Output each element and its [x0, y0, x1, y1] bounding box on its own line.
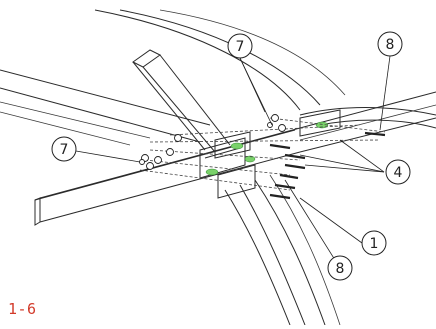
callout-8-bottom: 8: [327, 255, 353, 281]
square-tube-cross: [34, 91, 436, 226]
nut-icon: [139, 159, 145, 165]
nut-icon: [166, 148, 174, 156]
bolts-right: [269, 131, 386, 200]
assembly-guide-lines: [139, 117, 386, 191]
nuts-left: [139, 114, 286, 170]
callout-7-top: 7: [227, 33, 253, 59]
callout-7-left: 7: [51, 136, 77, 162]
bolt-icon: [269, 193, 291, 200]
callout-4: 4: [385, 159, 411, 185]
bolt-icon: [279, 173, 299, 180]
nut-icon: [146, 162, 154, 170]
highlight-mark: [244, 155, 256, 163]
nut-icon: [154, 156, 162, 164]
callout-label: 8: [336, 261, 345, 277]
bracket-plates: [199, 109, 341, 199]
nut-icon: [278, 124, 286, 132]
curved-tube-upper: [94, 9, 436, 129]
bolt-icon: [269, 143, 291, 150]
highlight-marks: [205, 121, 329, 176]
nut-icon: [271, 114, 279, 122]
callout-label: 7: [60, 142, 69, 158]
figure-label: 1-6: [8, 300, 37, 318]
callout-label: 7: [236, 39, 245, 55]
nut-icon: [174, 134, 182, 142]
square-tube-vertical: [132, 49, 231, 153]
callout-label: 8: [386, 37, 395, 53]
callout-1: 1: [361, 230, 387, 256]
bolt-icon: [274, 183, 296, 190]
callout-label: 4: [394, 165, 403, 181]
bolt-icon: [364, 131, 386, 137]
callout-8-top: 8: [377, 31, 403, 57]
bolt-icon: [284, 163, 306, 170]
leader-lines: [75, 55, 391, 269]
callout-label: 1: [370, 236, 379, 252]
horizontal-tube-left: [0, 69, 211, 146]
curved-tube-lower: [224, 174, 341, 326]
highlight-mark: [205, 168, 219, 176]
highlight-mark: [230, 142, 244, 150]
bolt-icon: [284, 153, 306, 160]
